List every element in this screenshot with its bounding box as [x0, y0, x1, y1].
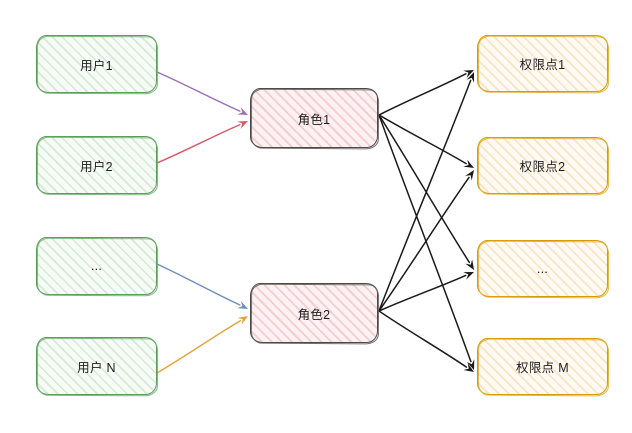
node-label: ...: [536, 261, 549, 276]
node-permission-permX[interactable]: ...: [477, 240, 610, 299]
node-permission-perm1[interactable]: 权限点1: [477, 35, 610, 94]
node-label: ...: [90, 259, 103, 273]
arrowhead: [465, 259, 474, 270]
node-role-role2[interactable]: 角色2: [250, 283, 380, 345]
arrowhead: [466, 72, 475, 83]
edge-role2-to-permM: [378, 310, 474, 372]
node-outline: [477, 240, 608, 297]
arrowhead: [463, 272, 474, 280]
node-label: 用户2: [80, 159, 113, 174]
node-outline: [477, 137, 608, 194]
node-outline: [36, 136, 157, 194]
node-outline: [250, 283, 378, 343]
edge-role1-to-permX: [378, 114, 474, 270]
node-user-userX[interactable]: ...: [36, 237, 159, 297]
node-outline: [36, 337, 157, 395]
edge-role2-to-perm1: [378, 72, 475, 312]
node-outline: [36, 35, 157, 93]
arrowhead: [463, 159, 474, 168]
edge-user1-to-role1: [156, 71, 248, 115]
node-outline: [477, 338, 608, 395]
edge-user2-to-role1: [156, 121, 248, 164]
edge-role1-to-permM: [378, 114, 475, 370]
edge-role2-to-perm2: [378, 170, 474, 312]
node-permission-permM[interactable]: 权限点 M: [477, 338, 610, 397]
node-user-user1[interactable]: 用户1: [36, 35, 159, 95]
arrowhead: [463, 70, 474, 78]
arrowhead: [465, 170, 474, 181]
edge-role2-to-permX: [378, 272, 474, 312]
node-label: 权限点 M: [516, 361, 569, 375]
arrowhead: [237, 300, 248, 309]
node-label: 权限点2: [519, 160, 566, 174]
arrowhead: [237, 107, 248, 115]
node-role-role1[interactable]: 角色1: [250, 88, 380, 150]
arrowhead: [237, 316, 248, 325]
node-user-user2[interactable]: 用户2: [36, 136, 159, 196]
edge-role1-to-perm1: [378, 70, 474, 116]
edge-userN-to-role2: [156, 316, 248, 374]
node-label: 权限点1: [519, 58, 566, 72]
arrowhead: [466, 359, 475, 370]
node-label: 用户 N: [77, 360, 116, 375]
node-label: 角色2: [297, 307, 331, 322]
edge-userX-to-role2: [156, 263, 248, 309]
node-label: 用户1: [80, 58, 113, 73]
node-label: 角色1: [297, 112, 331, 127]
node-user-userN[interactable]: 用户 N: [36, 337, 159, 397]
arrowhead: [237, 121, 248, 129]
node-permission-perm2[interactable]: 权限点2: [477, 137, 610, 196]
arrowhead: [463, 363, 474, 372]
node-outline: [477, 35, 608, 92]
node-outline: [250, 88, 378, 148]
node-outline: [36, 237, 157, 295]
edge-role1-to-perm2: [378, 114, 474, 168]
